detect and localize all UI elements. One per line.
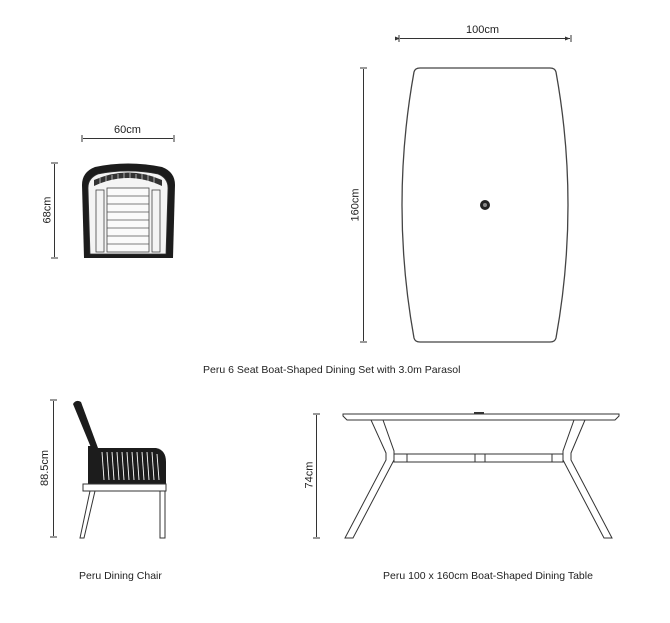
set-title-caption: Peru 6 Seat Boat-Shaped Dining Set with … <box>203 364 461 376</box>
table-length-label: 160cm <box>349 188 362 222</box>
table-top-outline <box>401 67 569 343</box>
table-height-label: 74cm <box>303 461 316 489</box>
table-length-dimension-line <box>360 67 367 343</box>
chair-caption: Peru Dining Chair <box>79 570 162 582</box>
chair-width-label: 60cm <box>114 124 141 136</box>
chair-top-view <box>51 135 175 259</box>
table-top-view <box>360 35 572 343</box>
table-width-label: 100cm <box>466 24 500 36</box>
chair-depth-label: 68cm <box>41 196 54 224</box>
chair-height-label: 88.5cm <box>39 449 52 487</box>
chair-side-view <box>50 399 167 539</box>
table-caption: Peru 100 x 160cm Boat-Shaped Dining Tabl… <box>383 570 593 582</box>
table-width-dimension-line <box>395 35 572 42</box>
table-side-view <box>313 412 620 539</box>
